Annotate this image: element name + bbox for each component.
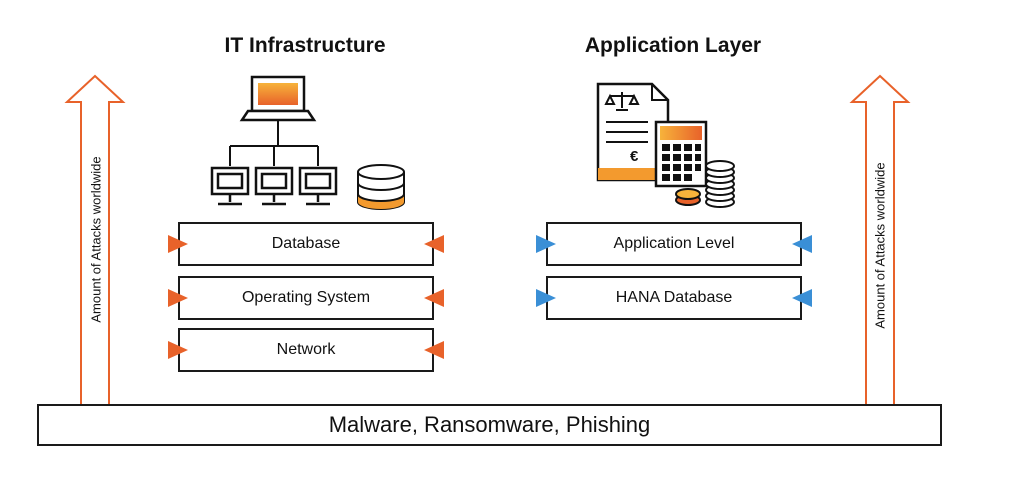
layer-application-level-label: Application Level (613, 235, 735, 252)
attack-marker-blue-icon (792, 235, 812, 253)
threats-base-bar: Malware, Ransomware, Phishing (37, 404, 942, 446)
attack-marker-icon (168, 289, 188, 307)
svg-text:€: € (630, 148, 639, 165)
layer-hana-database: HANA Database (546, 276, 802, 320)
layer-database-label: Database (271, 235, 341, 252)
attack-marker-icon (424, 341, 444, 359)
left-arrow-label: Amount of Attacks worldwide (88, 156, 104, 323)
layer-operating-system-label: Operating System (241, 289, 371, 306)
heading-application-layer: Application Layer (584, 34, 762, 57)
it-infrastructure-illustration (210, 75, 405, 210)
left-attacks-arrow (64, 74, 126, 405)
attack-marker-blue-icon (536, 289, 556, 307)
threats-base-bar-label: Malware, Ransomware, Phishing (328, 412, 651, 437)
layer-hana-database-label: HANA Database (615, 289, 733, 306)
heading-it-infrastructure: IT Infrastructure (224, 34, 386, 57)
layer-network-label: Network (276, 341, 336, 358)
layer-database: Database (178, 222, 434, 266)
attack-marker-icon (168, 341, 188, 359)
attack-marker-icon (168, 235, 188, 253)
coin-stack-icon (675, 160, 735, 208)
calculator-icon (654, 120, 708, 188)
attack-marker-icon (424, 289, 444, 307)
attack-marker-blue-icon (536, 235, 556, 253)
laptop-icon (239, 75, 317, 122)
layer-operating-system: Operating System (178, 276, 434, 320)
layer-application-level: Application Level (546, 222, 802, 266)
attack-marker-icon (424, 235, 444, 253)
database-cylinder-icon (357, 164, 405, 210)
monitor-icon (210, 166, 338, 206)
right-arrow-label: Amount of Attacks worldwide (872, 162, 888, 329)
network-lines-icon (229, 120, 319, 166)
layer-network: Network (178, 328, 434, 372)
right-attacks-arrow (849, 74, 911, 405)
application-layer-illustration: € (596, 82, 735, 208)
attack-marker-blue-icon (792, 289, 812, 307)
